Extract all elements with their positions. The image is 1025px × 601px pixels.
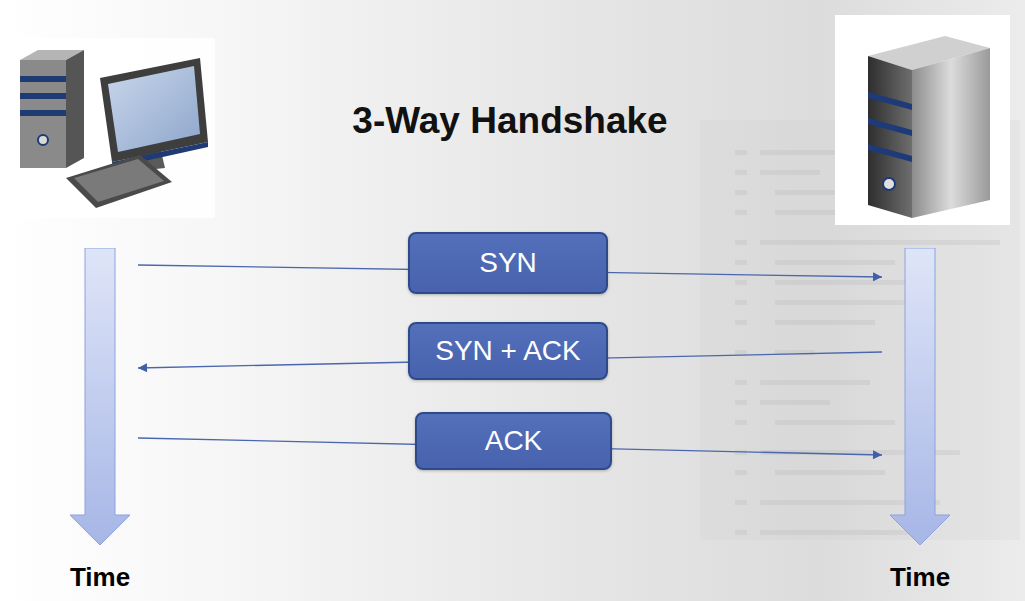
diagram-title: 3-Way Handshake (260, 96, 760, 146)
timeline: Time (62, 248, 138, 595)
message-box: SYN + ACK (408, 322, 608, 380)
client-computer (0, 38, 215, 218)
timeline-arrow-shape (890, 248, 950, 545)
message-box: SYN (408, 232, 608, 294)
timeline-arrow (62, 248, 138, 595)
time-label: Time (70, 560, 130, 594)
timeline-arrow-shape (70, 248, 130, 545)
message-label: SYN + ACK (435, 335, 581, 367)
message-box: ACK (415, 412, 612, 470)
timeline: Time (882, 248, 958, 595)
time-label: Time (890, 560, 950, 594)
timeline-arrow (882, 248, 958, 595)
message-label: SYN (479, 247, 537, 279)
message-label: ACK (485, 425, 543, 457)
server-tower (835, 15, 1010, 225)
